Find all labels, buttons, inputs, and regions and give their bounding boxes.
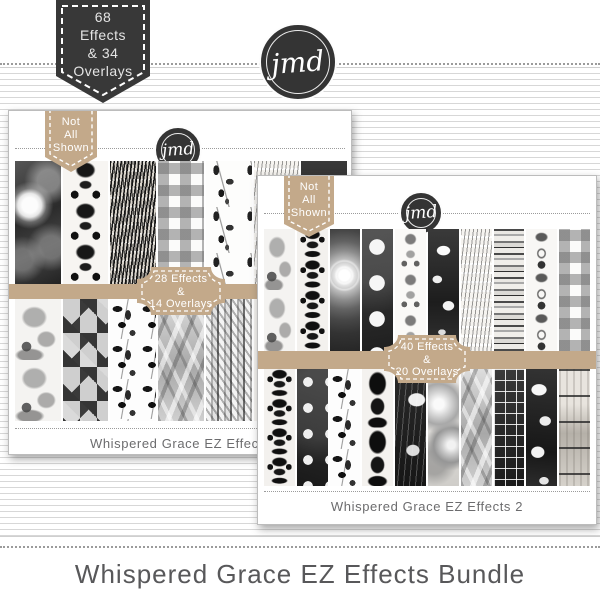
swatch-gingham <box>559 229 590 351</box>
effects-count-plaque: 28 Effects & 14 Overlays <box>137 266 225 316</box>
bundle-title: Whispered Grace EZ Effects Bundle <box>74 559 526 589</box>
plaque-line: & <box>423 353 431 366</box>
bundle-count-text: 68 Effects & 34 Overlays <box>56 8 150 80</box>
tag-shape <box>284 176 334 237</box>
ribbon-badge-shape <box>56 0 150 103</box>
tag-line: Not <box>299 181 319 193</box>
swatch-argyle <box>62 299 109 421</box>
dotted-line-bottom <box>0 546 600 548</box>
product-card-effects-2: Not All Shown jmd 40 Effects & 20 Overla… <box>257 175 597 525</box>
not-all-shown-tag: Not All Shown <box>284 176 334 238</box>
swatch-vine-white <box>110 299 157 421</box>
swatch-rose-photo <box>329 229 361 351</box>
badge-line-4: Overlays <box>73 63 133 79</box>
tag-line: All <box>302 194 316 206</box>
badge-line-1: 68 <box>94 9 112 25</box>
swatch-wood-planks <box>559 369 590 486</box>
swatch-damask-white <box>62 161 109 284</box>
swatch-damask-scroll <box>395 229 426 351</box>
swatch-bird-toile <box>15 299 61 421</box>
swatch-floral-dark-strip <box>427 229 459 351</box>
badge-line-2: Effects <box>79 27 127 43</box>
tag-shape <box>45 111 97 172</box>
plaque-line: 28 Effects <box>154 273 208 285</box>
swatch-cable-knit <box>205 299 252 421</box>
not-all-shown-text: Not All Shown <box>45 116 97 155</box>
swatch-bird-toile <box>264 229 295 351</box>
swatch-damask-dense <box>264 369 295 486</box>
swatch-script-light <box>460 229 492 351</box>
bundle-count-badge: 68 Effects & 34 Overlays <box>56 0 150 106</box>
swatch-sprig-white <box>205 161 252 284</box>
plaque-line: 14 Overlays <box>149 298 213 310</box>
swatch-crumple <box>460 369 492 486</box>
card-title: Whispered Grace EZ Effects <box>89 436 271 451</box>
jmd-logo-small: jmd <box>399 191 443 235</box>
plaque-shape <box>384 335 470 383</box>
swatch-vine-white <box>329 369 361 486</box>
swatch-crumple <box>158 299 204 421</box>
effects-count-plaque: 40 Effects & 20 Overlays <box>384 334 470 384</box>
plaque-line: & <box>177 285 185 298</box>
swatch-photo-floral-dark <box>15 161 61 284</box>
swatch-gingham <box>158 161 204 284</box>
swatch-damask-dense <box>296 229 328 351</box>
swatch-row-1 <box>264 229 590 351</box>
swatch-dots-grunge <box>296 369 328 486</box>
swatch-fleur-damask <box>526 229 558 351</box>
swatch-blossom-dark <box>526 369 558 486</box>
plaque-line: 20 Overlays <box>395 366 459 378</box>
plaque-line: 40 Effects <box>400 341 454 353</box>
swatch-row-2 <box>264 369 590 486</box>
card-dotted-line-footer <box>15 428 345 429</box>
effects-count-text: 28 Effects & 14 Overlays <box>137 273 225 311</box>
swatch-dots-big <box>362 229 394 351</box>
swatch-damask-bold <box>362 369 394 486</box>
plaque-shape <box>137 267 225 315</box>
swatch-grid-dark <box>493 369 525 486</box>
swatch-roses-gray <box>427 369 459 486</box>
not-all-shown-tag: Not All Shown <box>45 111 97 173</box>
effects-count-text: 40 Effects & 20 Overlays <box>384 341 470 379</box>
swatch-stripes-h <box>493 229 525 351</box>
tag-line: Shown <box>52 142 90 154</box>
tag-line: All <box>64 129 78 141</box>
jmd-logo-text: jmd <box>270 43 326 81</box>
badge-line-3: & 34 <box>87 45 119 61</box>
tag-line: Shown <box>290 207 328 219</box>
tag-line: Not <box>61 116 81 128</box>
not-all-shown-text: Not All Shown <box>284 181 334 220</box>
swatch-script-dense <box>110 161 157 284</box>
jmd-logo: jmd <box>259 23 337 101</box>
jmd-logo-text: jmd <box>404 201 438 225</box>
card-title: Whispered Grace EZ Effects 2 <box>330 499 524 514</box>
jmd-logo-text: jmd <box>161 138 195 162</box>
card-dotted-line-footer <box>264 491 590 492</box>
swatch-chalk-floral <box>395 369 426 486</box>
